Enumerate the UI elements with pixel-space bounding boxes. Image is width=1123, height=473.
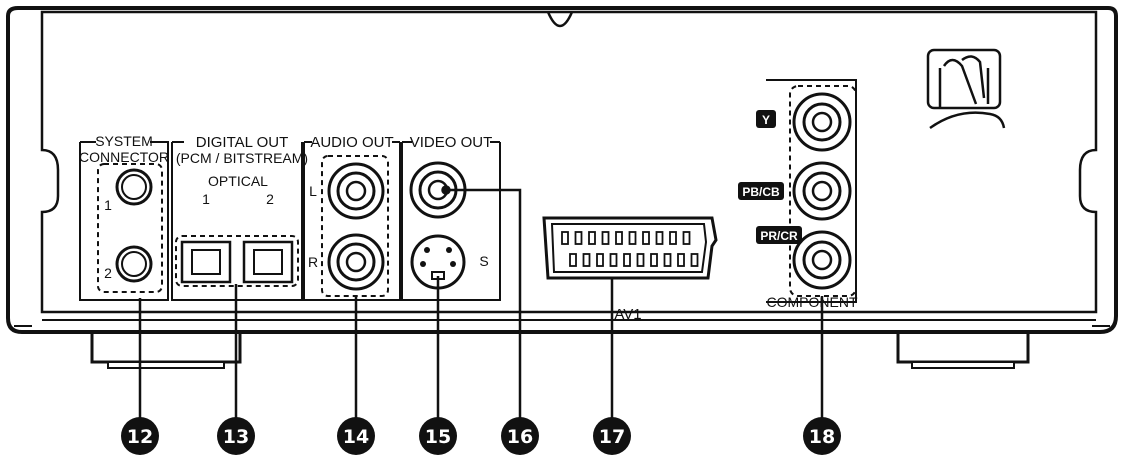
scart-pin: [663, 253, 672, 267]
scart-pin: [588, 231, 596, 245]
callout-13-number: 13: [223, 426, 249, 448]
optical-label: OPTICAL: [208, 173, 268, 189]
scart-av1-section: AV1: [542, 216, 718, 323]
video-out-section: VIDEO OUT S: [401, 134, 501, 301]
optical-jack-2: [242, 240, 294, 284]
optical-jack-1: [180, 240, 232, 284]
scart-pin: [601, 231, 610, 245]
s-video-jack: [410, 234, 466, 290]
scart-pin: [650, 253, 658, 267]
system-connector-port1-label: 1: [104, 197, 112, 213]
left-foot: [90, 330, 242, 369]
scart-pin: [690, 253, 699, 267]
scart-pin: [569, 253, 577, 267]
power-cord: [926, 48, 1006, 130]
s-video-label: S: [479, 253, 488, 269]
audio-out-title: AUDIO OUT: [310, 134, 393, 151]
scart-pin: [582, 253, 591, 267]
optical-port2-label: 2: [266, 191, 274, 207]
digital-out-title-line1: DIGITAL OUT: [196, 134, 289, 151]
scart-pin: [682, 231, 691, 245]
system-connector-title-line2: CONNECTOR: [79, 149, 169, 165]
scart-pin: [609, 253, 618, 267]
av1-label: AV1: [614, 306, 641, 323]
callout-18: 18: [803, 417, 841, 455]
scart-pin: [655, 231, 664, 245]
component-pr-jack: [792, 230, 852, 290]
callout-17: 17: [593, 417, 631, 455]
callout-17-number: 17: [599, 426, 625, 448]
scart-pin: [596, 253, 604, 267]
digital-out-section: DIGITAL OUT (PCM / BITSTREAM) OPTICAL 1 …: [171, 134, 308, 301]
scart-pin: [636, 253, 645, 267]
y-chip-label: Y: [762, 113, 770, 127]
system-connector-title-line1: SYSTEM: [95, 133, 153, 149]
callout-13: 13: [217, 417, 255, 455]
component-y-jack: [792, 92, 852, 152]
optical-port1-label: 1: [202, 191, 210, 207]
callout-18-number: 18: [809, 426, 835, 448]
audio-left-jack: [327, 162, 385, 220]
scart-pin: [642, 231, 650, 245]
scart-pin: [677, 253, 685, 267]
callout-14-number: 14: [343, 426, 369, 448]
system-connector-port2-label: 2: [104, 265, 112, 281]
callout-14: 14: [337, 417, 375, 455]
digital-out-title-line2: (PCM / BITSTREAM): [176, 150, 308, 166]
component-title: COMPONENT: [767, 294, 858, 310]
pb-chip-label: PB/CB: [742, 185, 780, 199]
audio-right-label: R: [308, 254, 318, 270]
pr-chip-label: PR/CR: [760, 229, 798, 243]
callout-12: 12: [121, 417, 159, 455]
right-foot: [896, 330, 1030, 369]
component-section: COMPONENT Y PB/CB PR/CR: [738, 79, 858, 310]
scart-pin: [615, 231, 623, 245]
leader-lines: [138, 185, 824, 420]
audio-left-label: L: [309, 183, 317, 199]
callout-15-number: 15: [425, 426, 451, 448]
video-out-title: VIDEO OUT: [410, 134, 493, 151]
callout-12-number: 12: [127, 426, 153, 448]
scart-pin: [628, 231, 637, 245]
scart-pin: [561, 231, 569, 245]
system-connector-section: SYSTEM CONNECTOR 1 2: [79, 133, 169, 301]
component-pb-jack: [792, 161, 852, 221]
scart-pin: [623, 253, 631, 267]
audio-out-section: AUDIO OUT L R: [303, 134, 401, 301]
audio-right-jack: [327, 233, 385, 291]
callout-16: 16: [501, 417, 539, 455]
scart-pin: [574, 231, 583, 245]
scart-pin: [669, 231, 677, 245]
callout-16-number: 16: [507, 426, 533, 448]
callout-15: 15: [419, 417, 457, 455]
